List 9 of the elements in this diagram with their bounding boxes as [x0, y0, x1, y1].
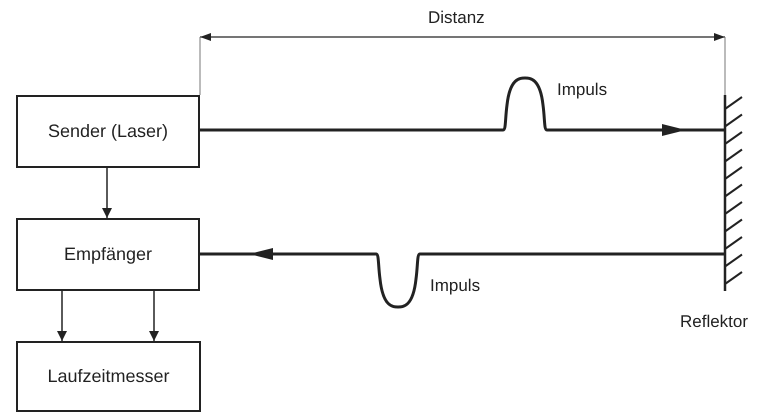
process-box [16, 341, 201, 412]
edge-label: Impuls [556, 80, 608, 100]
box-label: Sender (Laser) [48, 121, 168, 142]
reflector-label: Reflektor [680, 312, 748, 332]
box-label: Empfänger [64, 244, 152, 265]
box-label: Laufzeitmesser [47, 366, 170, 387]
edge-label: Impuls [429, 276, 482, 296]
process-box [16, 95, 200, 168]
process-box [16, 218, 200, 291]
